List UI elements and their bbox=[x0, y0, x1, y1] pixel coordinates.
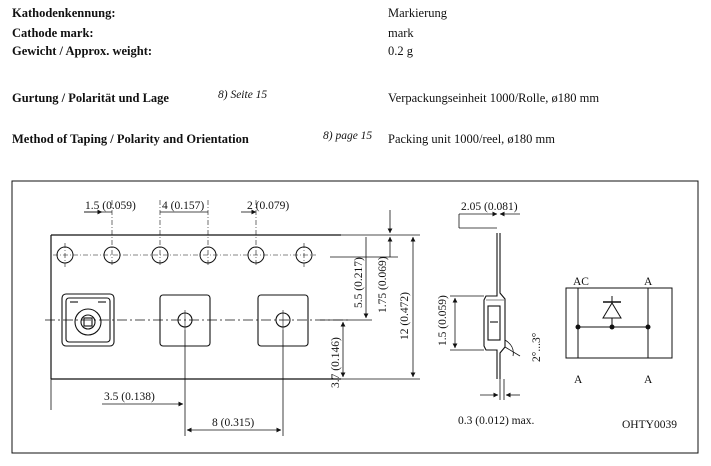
dim-2-05: 2.05 (0.081) bbox=[461, 201, 518, 213]
dim-v-1-75: 1.75 (0.069) bbox=[377, 256, 389, 313]
dim-side-1-5: 1.5 (0.059) bbox=[437, 295, 449, 346]
drawing-frame bbox=[11, 180, 699, 454]
pin-label-a: A bbox=[644, 374, 653, 386]
taping-label-en: Method of Taping / Polarity and Orientat… bbox=[12, 132, 249, 146]
pin-label-a: A bbox=[644, 276, 653, 288]
pinout-diagram bbox=[565, 287, 673, 359]
spec-label-cathode-de: Kathodenkennung: bbox=[12, 6, 116, 20]
side-view bbox=[483, 233, 506, 379]
pin-label-a: A bbox=[574, 374, 583, 386]
taping-ref-de: 8) Seite 15 bbox=[218, 89, 268, 101]
spec-label-weight: Gewicht / Approx. weight: bbox=[12, 44, 153, 58]
taping-value-de: Verpackungseinheit 1000/Rolle, ø180 mm bbox=[388, 91, 600, 105]
spec-label-cathode-en: Cathode mark: bbox=[12, 26, 94, 40]
taping-label-de: Gurtung / Polarität und Lage bbox=[12, 91, 169, 105]
dim-3-5: 3.5 (0.138) bbox=[104, 391, 155, 403]
tape-outline bbox=[50, 234, 341, 380]
spec-value-cathode-de: Markierung bbox=[388, 6, 448, 20]
dim-0-3: 0.3 (0.012) max. bbox=[458, 415, 534, 427]
dim-hole-pitch: 4 (0.157) bbox=[162, 200, 204, 212]
pin-label-ac: AC bbox=[573, 276, 589, 288]
dim-8: 8 (0.315) bbox=[212, 417, 254, 429]
spec-value-weight: 0.2 g bbox=[388, 44, 413, 58]
dim-v-3-7: 3.7 (0.146) bbox=[330, 337, 342, 388]
dim-v-5-5: 5.5 (0.217) bbox=[353, 257, 365, 308]
pin-nodes bbox=[575, 324, 651, 330]
spec-value-cathode-en: mark bbox=[388, 26, 414, 40]
dim-hole-pocket: 2 (0.079) bbox=[247, 200, 289, 212]
dim-v-12: 12 (0.472) bbox=[399, 292, 411, 340]
taping-value-en: Packing unit 1000/reel, ø180 mm bbox=[388, 132, 555, 146]
drawing-code: OHTY0039 bbox=[622, 419, 677, 431]
taping-ref-en: 8) page 15 bbox=[323, 130, 373, 142]
dim-hole-dia: 1.5 (0.059) bbox=[85, 200, 136, 212]
dim-angle: 2°...3° bbox=[531, 332, 543, 362]
pocket-with-component bbox=[61, 293, 115, 347]
